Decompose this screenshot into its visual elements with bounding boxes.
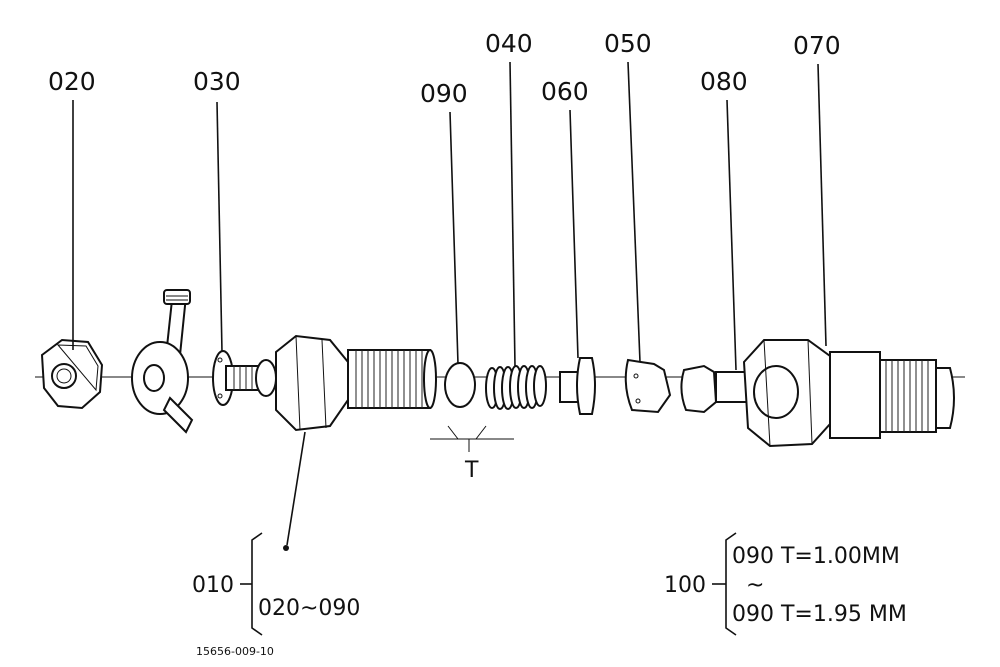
shim-last: 090 T=1.95 MM [732,602,907,627]
part-030-connector [212,350,277,406]
callout-090: 090 [420,79,468,108]
leader-lines [72,61,827,551]
shim-tilde: ~ [746,573,764,598]
shim-code: 100 [664,573,706,598]
part-090-shim [444,362,476,408]
assembly-range: 020~090 [258,596,360,621]
callout-060: 060 [541,77,589,106]
part-070-retaining-nut [742,339,955,448]
thickness-dimension: T [430,425,514,483]
callout-050: 050 [604,29,652,58]
part-060-spacer [559,357,596,415]
part-040-spring [485,365,547,410]
thread-hatching [355,350,423,408]
assembly-code: 010 [192,573,234,598]
part-050-distance-piece [624,358,672,414]
part-banjo-fitting [131,289,194,434]
thickness-symbol: T [464,458,479,483]
part-020-hex-nut [40,338,104,410]
callout-080: 080 [700,67,748,96]
callout-040: 040 [485,29,533,58]
callout-030: 030 [193,67,241,96]
nut-thread-hatching [885,360,929,432]
shim-100-bracket: 100 090 T=1.00MM ~ 090 T=1.95 MM [664,532,907,636]
assembly-010-bracket: 010 020~090 [192,532,360,636]
part-010-holder-body [275,334,437,432]
leader-dot [283,545,289,551]
shim-first: 090 T=1.00MM [732,544,900,569]
callout-020: 020 [48,67,96,96]
callout-070: 070 [793,31,841,60]
drawing-number: 15656-009-10 [196,645,274,658]
